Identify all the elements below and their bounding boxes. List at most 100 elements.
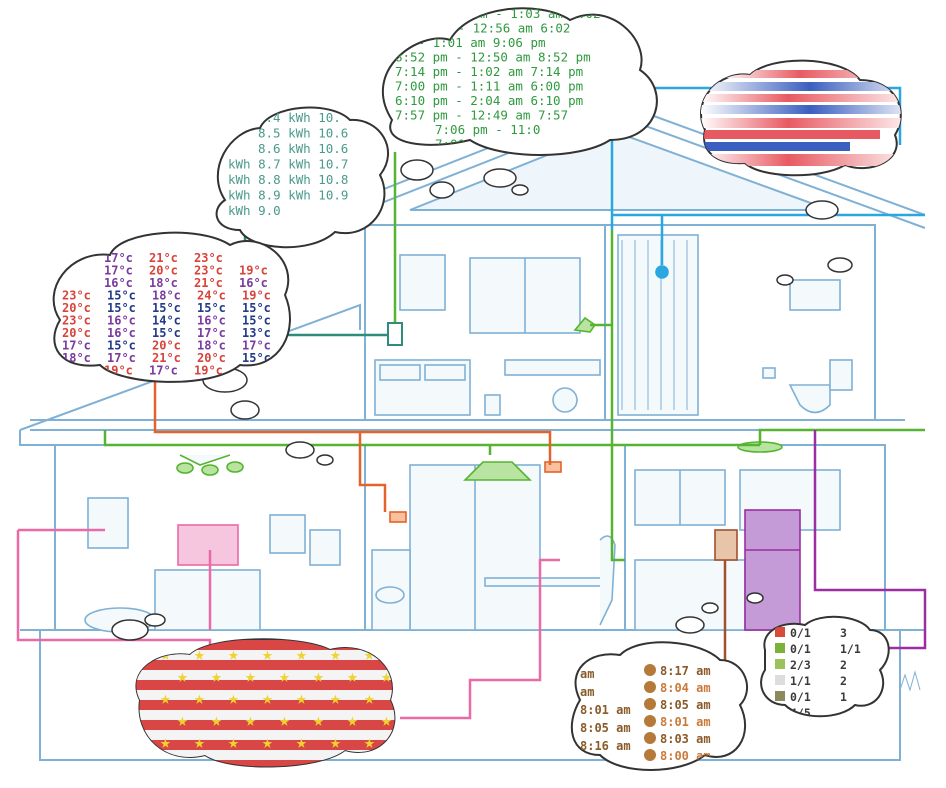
temperature-value: 17°c [104, 264, 133, 278]
flag-star-icon: ★ [347, 666, 358, 687]
flag-star-icon: ★ [364, 644, 375, 665]
bed-pillow [379, 364, 421, 381]
breakfast-time-right: 8:00 am [660, 749, 711, 763]
temperature-value: 23°c [194, 264, 223, 278]
flag-star-icon: ★ [296, 688, 307, 709]
temperature-value: 15°c [107, 301, 136, 315]
upper-bedroom [374, 254, 601, 416]
energy-row: kWh 8.8 kWh 10.8 [228, 172, 348, 187]
flag-stripe [136, 640, 395, 650]
temperature-value: 16°c [197, 314, 226, 328]
energy-row: 8.4 kWh 10. [258, 110, 341, 125]
flag-star-icon: ★ [211, 710, 222, 731]
temperature-value: 20°c [62, 326, 91, 340]
time-log-row: 7:00 pm - 1:11 am 6:00 pm [395, 79, 583, 94]
flag-star-icon: ★ [160, 732, 171, 753]
temperature-value: 15°c [152, 326, 181, 340]
energy-row: 8.5 kWh 10.6 [258, 126, 348, 141]
temperature-value: 15°c [242, 301, 271, 315]
food-icon [775, 627, 785, 637]
temperature-value: 18°c [62, 351, 91, 365]
flag-star-icon: ★ [262, 644, 273, 665]
flag-stripe [136, 660, 395, 670]
flag-stripe [136, 750, 395, 760]
ceiling-light-fixture [179, 454, 231, 466]
food-icon [775, 707, 785, 717]
temperature-value: 18°c [149, 276, 178, 290]
flag-star-icon: ★ [296, 644, 307, 665]
sleeping-cat [375, 586, 405, 604]
wire-lights [103, 430, 760, 455]
bed-pillow-2 [424, 364, 466, 381]
temperature-value: 16°c [239, 276, 268, 290]
temperature-value: 19°c [194, 364, 223, 378]
temperature-value: 15°c [197, 301, 226, 315]
breakfast-coffee-icon [644, 715, 656, 727]
food-ratio: 0/1 [790, 642, 811, 656]
flag-star-icon: ★ [364, 732, 375, 753]
temperature-value: 15°c [107, 289, 136, 303]
coffee-machine [714, 529, 738, 561]
toilet-tank [829, 359, 853, 391]
temperature-value: 15°c [242, 314, 271, 328]
food-icon [775, 659, 785, 669]
curtain-folds [621, 240, 688, 410]
flag-star-icon: ★ [160, 688, 171, 709]
temperature-value: 13°c [242, 326, 271, 340]
breakfast-coffee-icon [644, 664, 656, 676]
flag-star-icon: ★ [381, 666, 392, 687]
flag-stripe [136, 740, 395, 750]
breakfast-time-left: 8:01 am [580, 703, 631, 717]
flag-star-icon: ★ [194, 644, 205, 665]
time-log-row: 8:52 pm - 12:50 am 8:52 pm [395, 50, 591, 65]
food-ratio: 0/1 [790, 690, 811, 704]
breakfast-time-right: 8:03 am [660, 732, 711, 746]
wall-frame [87, 497, 129, 549]
food-ratio: 0/1 [790, 626, 811, 640]
energy-row: kWh 8.9 kWh 10.9 [228, 188, 348, 203]
chair [552, 387, 578, 413]
bedroom-picture-frame [399, 254, 446, 311]
breakfast-time-right: 8:05 am [660, 698, 711, 712]
breakfast-time-left: am [580, 685, 594, 699]
food-ratio: 1/1 [840, 642, 861, 656]
flag-star-icon: ★ [347, 710, 358, 731]
flag-stripe [120, 770, 410, 780]
time-log-row: 6:10 pm - 2:04 am 6:10 pm [395, 93, 583, 108]
breakfast-time-right: 8:01 am [660, 715, 711, 729]
temperature-value: 17°c [242, 339, 271, 353]
temperature-value: 19°c [239, 264, 268, 278]
food-ratio: 4/5 [790, 706, 811, 720]
spot-light-1 [176, 462, 194, 474]
flag-star-icon: ★ [279, 710, 290, 731]
pendant-lamp [463, 461, 532, 481]
flag-star-icon: ★ [330, 644, 341, 665]
flag-star-icon: ★ [313, 710, 324, 731]
flag-star-icon: ★ [245, 666, 256, 687]
breakfast-coffee-icon [644, 681, 656, 693]
flag-stripe [136, 670, 395, 680]
food-ratio: 2 [840, 674, 847, 688]
food-icon [775, 643, 785, 653]
lower-left-roof [19, 303, 361, 431]
flag-star-icon: ★ [262, 688, 273, 709]
flag-star-icon: ★ [228, 732, 239, 753]
time-log-row: pm - 1:01 am 9:06 pm [395, 35, 546, 50]
food-ratio: 2/3 [790, 658, 811, 672]
temperature-value: 20°c [62, 301, 91, 315]
television [177, 524, 239, 566]
desk [504, 359, 601, 376]
kitchen [634, 441, 841, 631]
power-socket [387, 322, 403, 346]
wire-motion [360, 430, 552, 465]
cloud-stripes [700, 59, 902, 177]
breakfast-time-left: 8:16 am [580, 739, 631, 753]
